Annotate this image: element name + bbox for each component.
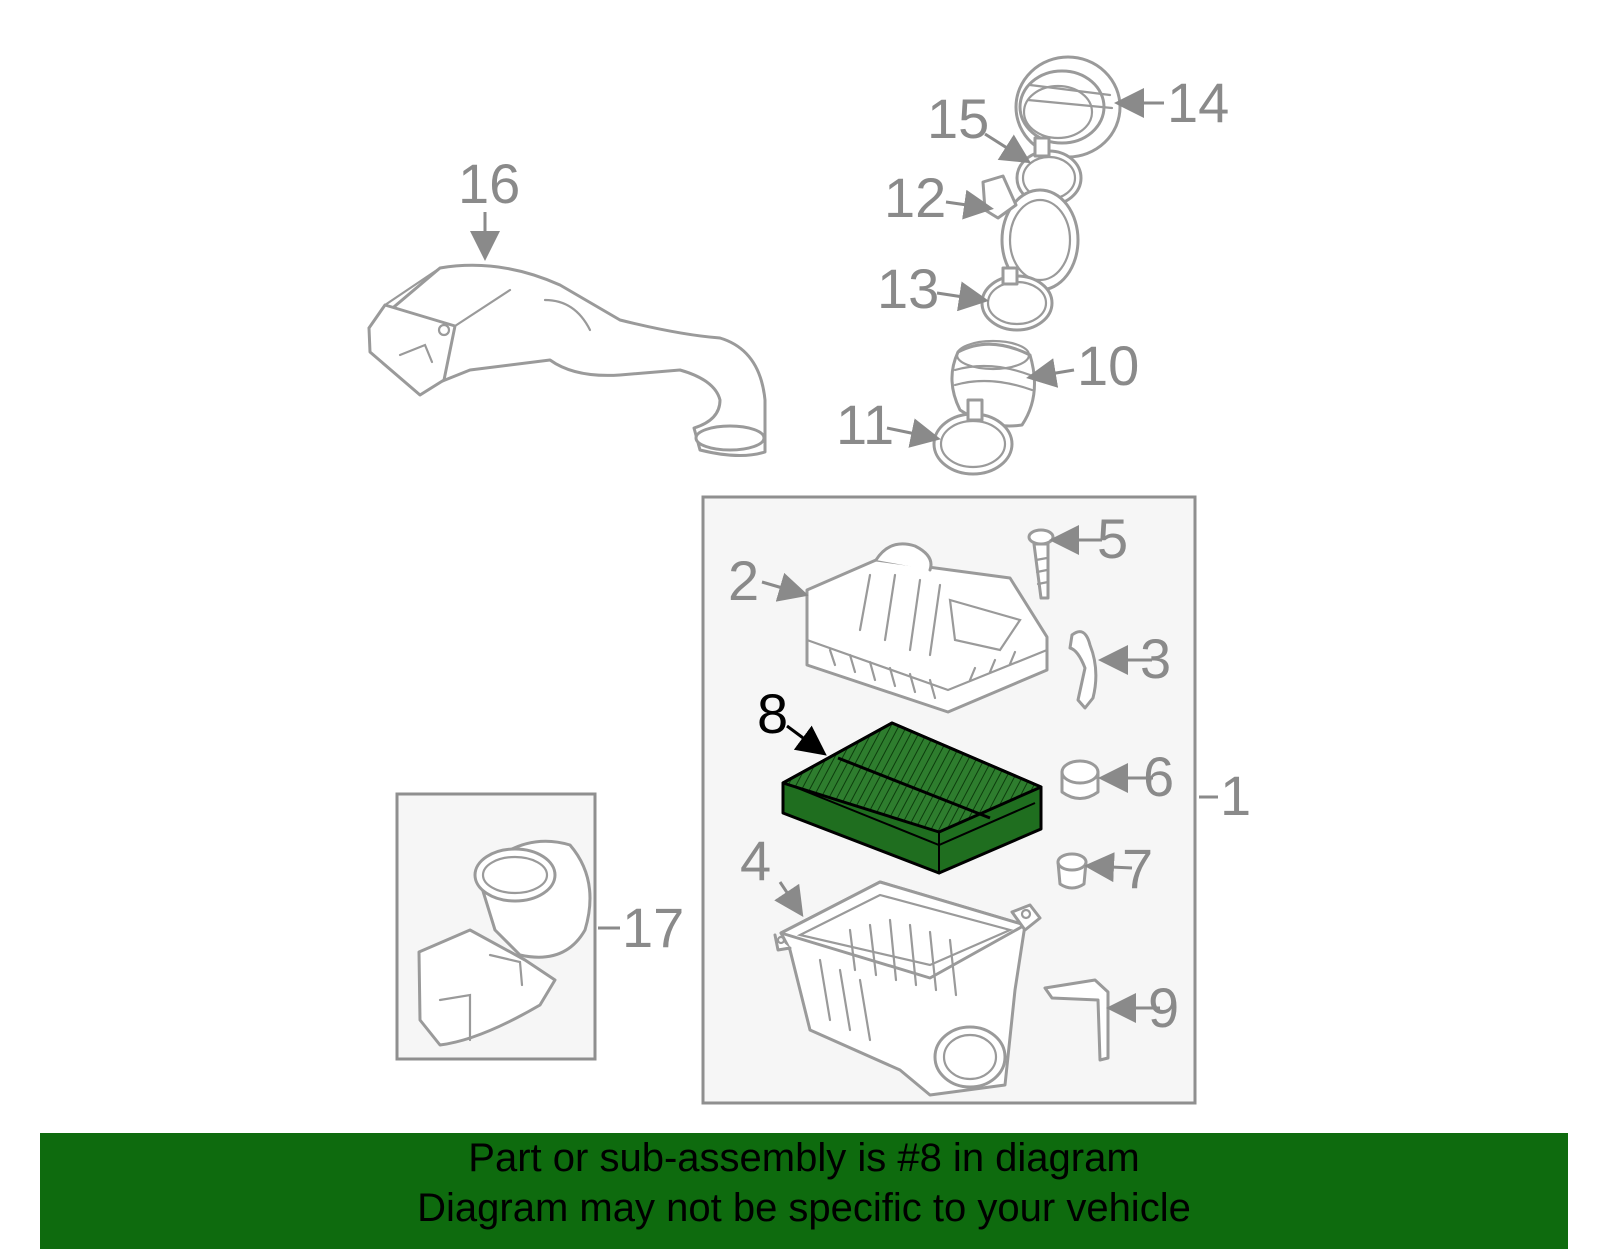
callout-5-label: 5 — [1097, 507, 1128, 570]
callout-11-label: 11 — [836, 393, 894, 456]
air-cleaner-cover-part[interactable] — [805, 542, 1049, 714]
clamp-14-part[interactable] — [1014, 55, 1122, 159]
callout-1-label: 1 — [1220, 764, 1251, 827]
info-banner: Part or sub-assembly is #8 in diagram Di… — [40, 1133, 1568, 1249]
callout-17-label: 17 — [622, 896, 684, 959]
clamp-11-part[interactable] — [932, 398, 1014, 476]
callout-9-label: 9 — [1148, 976, 1179, 1039]
resonator-duct-17-part[interactable] — [417, 839, 592, 1047]
callout-15-label: 15 — [927, 87, 989, 150]
grommet-7-part[interactable] — [1056, 852, 1088, 890]
parts-diagram: 16 14 15 12 13 10 11 2 5 3 8 6 1 4 7 17 … — [367, 55, 1251, 1105]
clip-3-part[interactable] — [1068, 630, 1098, 710]
callout-arrows — [470, 88, 1218, 1023]
banner-line-1: Part or sub-assembly is #8 in diagram — [468, 1136, 1140, 1180]
callout-7-label: 7 — [1122, 837, 1153, 900]
callout-14-label: 14 — [1167, 71, 1229, 134]
callout-8-label: 8 — [757, 682, 788, 745]
intake-duct-part[interactable] — [367, 263, 767, 458]
bracket-9-part[interactable] — [1043, 978, 1110, 1062]
air-filter-element-part-highlighted[interactable] — [781, 721, 1043, 875]
callout-2-label: 2 — [728, 549, 759, 612]
banner-line-2: Diagram may not be specific to your vehi… — [417, 1186, 1191, 1230]
callout-12-label: 12 — [884, 166, 946, 229]
air-cleaner-case-part[interactable] — [773, 880, 1042, 1097]
callout-3-label: 3 — [1140, 627, 1171, 690]
callout-6-label: 6 — [1143, 745, 1174, 808]
callout-16-label: 16 — [458, 152, 520, 215]
bolt-5-part[interactable] — [1027, 528, 1055, 600]
grommet-6-part[interactable] — [1060, 759, 1100, 800]
callout-10-label: 10 — [1077, 334, 1139, 397]
callout-13-label: 13 — [877, 257, 939, 320]
callout-4-label: 4 — [740, 829, 771, 892]
